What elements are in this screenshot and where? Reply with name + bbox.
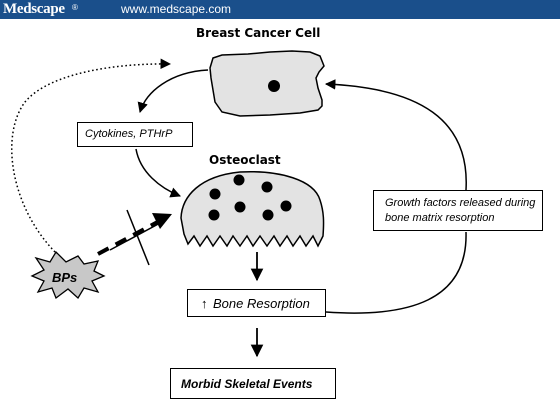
morbid-events-label: Morbid Skeletal Events bbox=[181, 377, 313, 391]
breast-cancer-cell-label: Breast Cancer Cell bbox=[196, 26, 321, 40]
medscape-logo[interactable]: Medscape bbox=[3, 1, 65, 17]
blocked-arrow-bps-to-osteoclast bbox=[97, 216, 166, 256]
blocked-arrow-head bbox=[152, 213, 172, 229]
cytokines-label: Cytokines, PTHrP bbox=[85, 128, 173, 140]
osteoclast-nucleus bbox=[234, 201, 246, 213]
osteoclast-label: Osteoclast bbox=[209, 153, 281, 167]
morbid-events-box: Morbid Skeletal Events bbox=[170, 368, 336, 399]
header-bar: Medscape ® www.medscape.com bbox=[0, 0, 560, 19]
bone-resorption-label: Bone Resorption bbox=[213, 296, 310, 311]
arrow-cytokines-to-osteoclast bbox=[135, 148, 181, 198]
arrow-growth-factors-to-cell bbox=[324, 79, 467, 191]
increase-arrow-icon: ↑ bbox=[201, 296, 208, 311]
osteoclast-nucleus bbox=[262, 209, 274, 221]
arrow-resorption-to-growth-factors bbox=[325, 231, 467, 314]
osteoclast-nucleus bbox=[209, 188, 221, 200]
site-url[interactable]: www.medscape.com bbox=[121, 2, 232, 16]
osteoclast-nucleus bbox=[280, 200, 292, 212]
growth-factors-line1: Growth factors released during bbox=[385, 197, 536, 209]
osteoclast-nucleus bbox=[261, 181, 273, 193]
osteoclast-nucleus bbox=[208, 209, 220, 221]
breast-cancer-cell-shape bbox=[209, 50, 325, 117]
block-x-mark bbox=[126, 209, 150, 266]
bps-label: BPs bbox=[52, 270, 78, 285]
block-x-mark bbox=[109, 221, 163, 251]
growth-factors-line2: bone matrix resorption bbox=[385, 212, 495, 224]
cytokines-box: Cytokines, PTHrP bbox=[77, 122, 193, 147]
growth-factors-box: Growth factors released during bone matr… bbox=[373, 190, 543, 231]
osteoclast-shape bbox=[180, 171, 325, 248]
osteoclast-nucleus bbox=[233, 174, 245, 186]
dotted-arrow-bps-to-cell bbox=[10, 58, 172, 256]
cell-nucleus bbox=[268, 80, 280, 92]
registered-mark: ® bbox=[72, 3, 78, 12]
bps-starburst bbox=[30, 250, 106, 300]
bone-resorption-box: ↑ Bone Resorption bbox=[187, 289, 326, 317]
arrow-cell-to-cytokines bbox=[137, 69, 209, 114]
